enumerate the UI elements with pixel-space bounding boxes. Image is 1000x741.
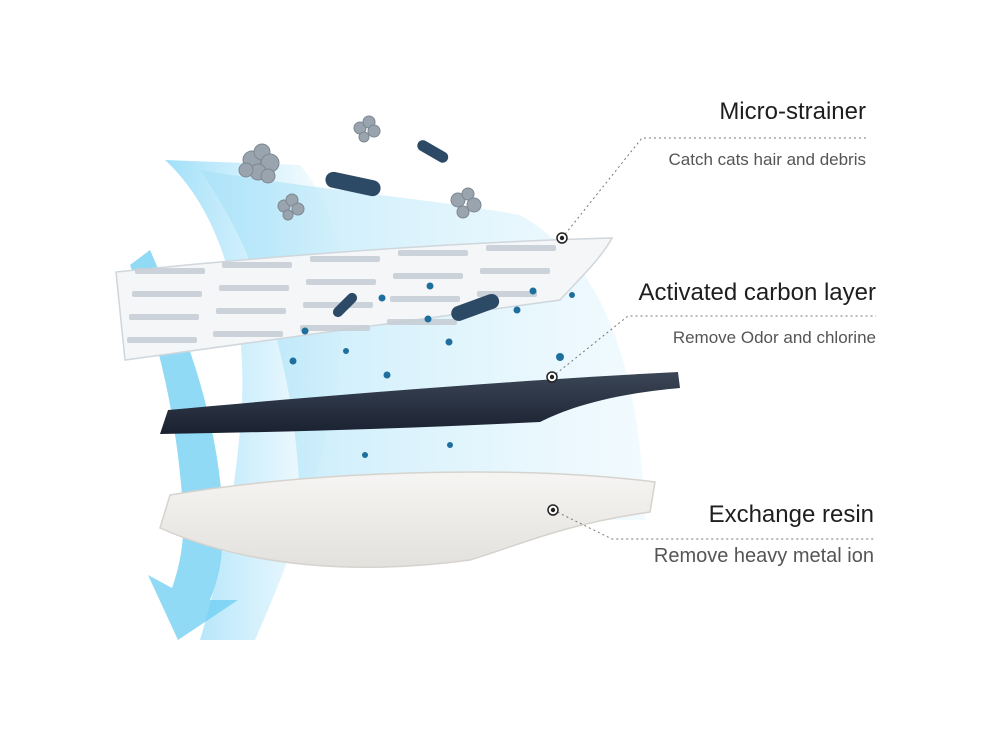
water-droplets	[289, 282, 575, 458]
carbon-layer	[160, 372, 680, 434]
bacteria	[325, 140, 500, 321]
debris-particles	[238, 115, 482, 221]
exchange-resin-description: Remove heavy metal ion	[653, 545, 874, 567]
carbon-layer-description: Remove Odor and chlorine	[672, 328, 876, 347]
leader-markers	[546, 232, 568, 516]
resin-layer	[159, 471, 656, 569]
carbon-layer-title: Activated carbon layer	[638, 279, 876, 306]
strainer-slots	[127, 245, 556, 343]
micro-strainer-title: Micro-strainer	[719, 98, 866, 125]
micro-strainer-description: Catch cats hair and debris	[668, 150, 867, 169]
leader-lines	[551, 137, 876, 540]
exchange-resin-title: Exchange resin	[708, 501, 874, 528]
